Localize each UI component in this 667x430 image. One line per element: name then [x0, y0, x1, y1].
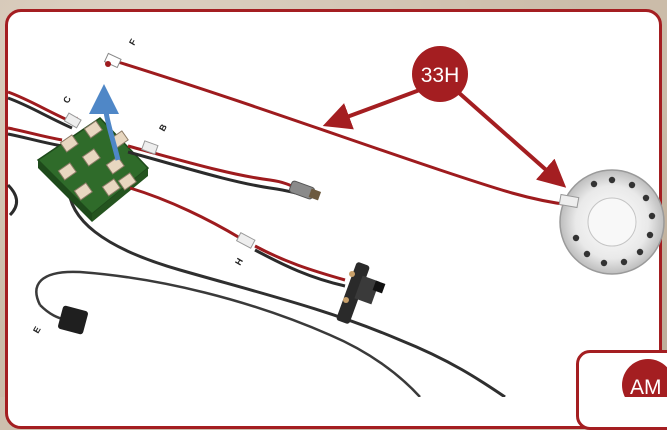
connector-label-f: F	[127, 37, 139, 47]
wire-b	[128, 141, 300, 194]
black-cable	[69, 175, 505, 397]
step-badge-label: 33H	[421, 64, 460, 87]
slide-switch	[336, 261, 386, 324]
circuit-board	[38, 118, 148, 222]
step-callout: 33H	[328, 46, 562, 184]
connector-e-plug	[40, 305, 89, 335]
connector-label-b: B	[157, 122, 169, 133]
potentiometer	[289, 180, 321, 200]
connector-label-h: H	[233, 256, 245, 267]
next-step-badge-label: AM	[630, 376, 662, 397]
connector-label-c: C	[61, 94, 73, 105]
wire-h	[130, 188, 345, 286]
speaker	[559, 170, 664, 274]
connector-label-e: E	[31, 325, 43, 335]
next-step-callout: AM	[622, 359, 667, 397]
assembly-diagram: 33H AM F C B H E	[0, 0, 667, 397]
